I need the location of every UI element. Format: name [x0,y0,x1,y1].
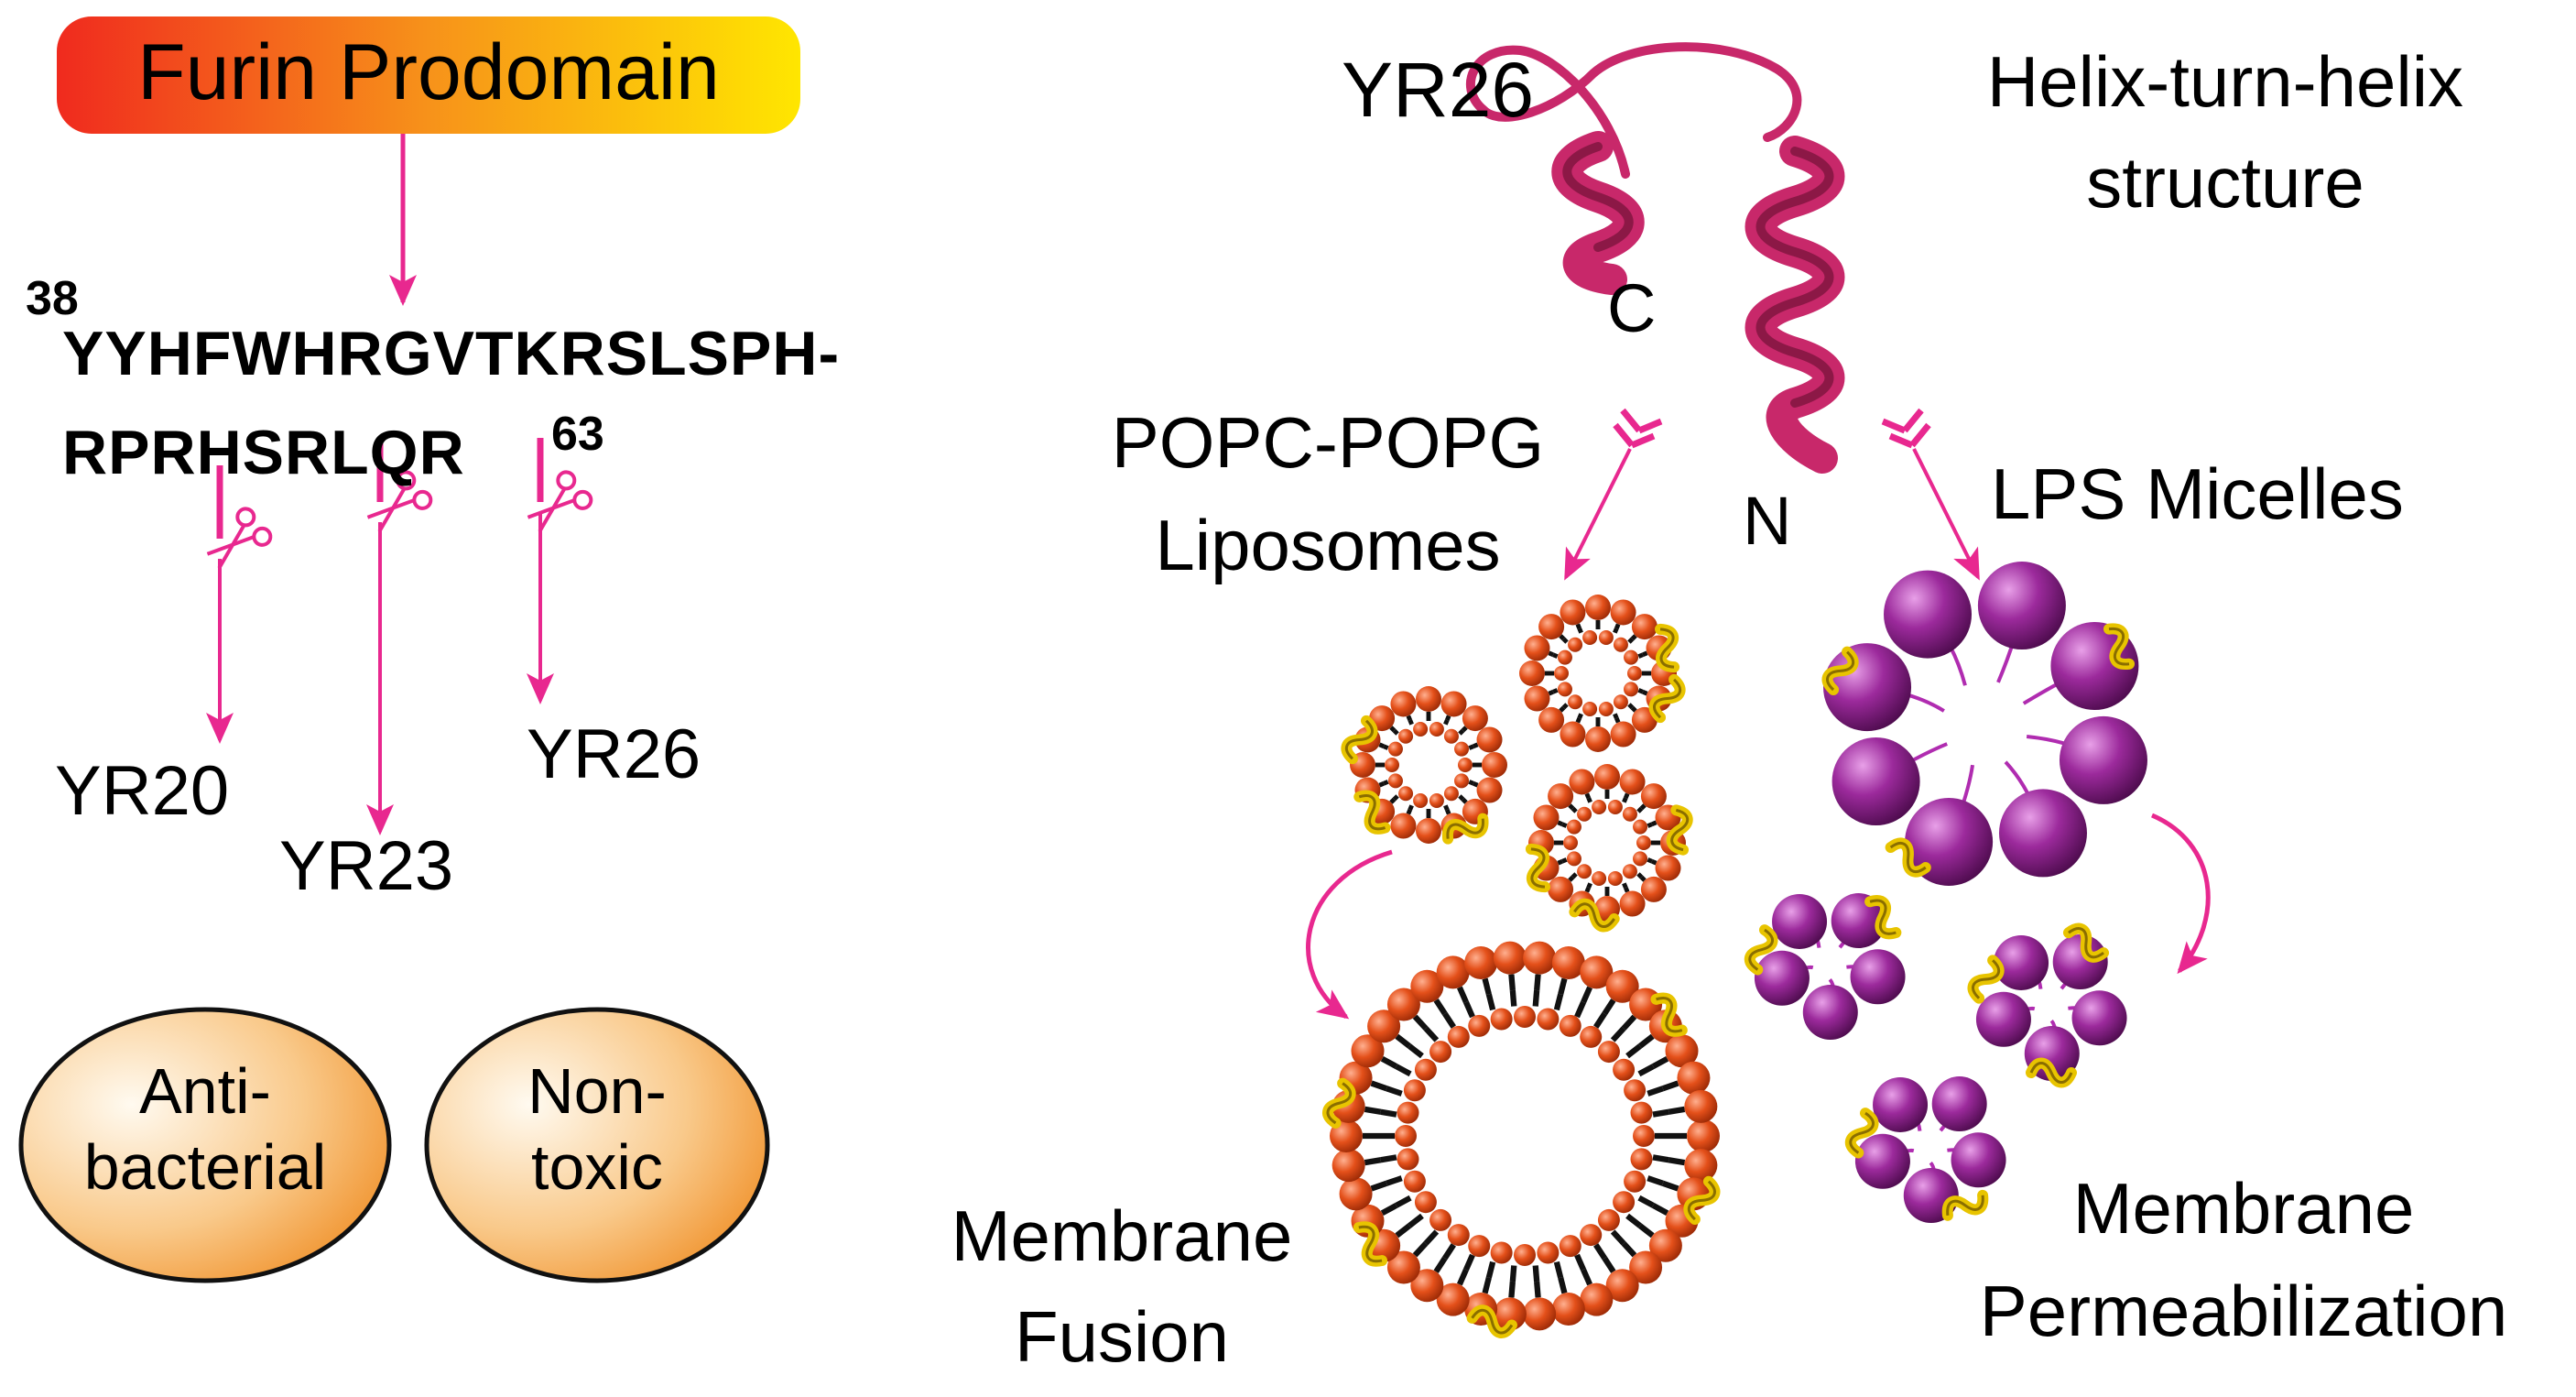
property-antibacterial: Anti- bacterial [83,1055,327,1203]
scissors-icon [206,507,273,570]
peptide-icon [1353,790,1391,835]
peptide-icon [1525,843,1550,893]
peptide-icon [1885,837,1931,878]
property-oval-antibacterial [18,1007,392,1283]
peptide-icon [1864,895,1902,940]
property-nontoxic: Non- toxic [527,1055,667,1203]
sequence-end-index: 63 [551,408,604,461]
peptide-icon [1821,646,1859,696]
property-oval-nontoxic [424,1007,770,1283]
prodomain-box [57,16,800,134]
liposomes-label-2: Liposomes [1155,505,1501,585]
sequence-line-2: RPRHSRLQR [62,418,465,487]
structure-description-1: Helix-turn-helix [1986,41,2464,122]
structure-peptide-label: YR26 [1342,47,1535,133]
micelle-icon [1821,562,2147,886]
arrow-permeabilization [2151,813,2211,975]
peptide-icon [1322,1077,1356,1129]
micelle-icon [1967,922,2127,1088]
prodomain-label: Furin Prodomain [137,28,720,116]
arrow-to-micelles [1881,408,1980,581]
peptide-icon [1441,813,1489,845]
permeabilization-label-2: Permeabilization [1979,1271,2508,1351]
liposome-icon [1322,941,1721,1338]
fusion-label-1: Membrane [951,1195,1293,1276]
sequence-start-index: 38 [26,272,79,325]
liposome-icon [1525,764,1693,933]
peptide-icon [1683,1175,1721,1226]
peptide-icon [2026,1057,2077,1088]
n-terminus-label: N [1743,483,1792,559]
peptide-icon [1650,992,1688,1037]
peptide-icon [2062,922,2110,963]
peptide-icon [1341,715,1378,765]
micelle-icon [1744,893,1906,1040]
liposome-icon [1519,595,1686,752]
sequence-line-1: YYHFWHRGVTKRSLSPH- [62,319,841,388]
peptide-icon [1655,623,1680,673]
peptide-icon [1941,1189,1989,1221]
liposome-cluster [1341,595,1693,933]
fused-liposome [1322,941,1721,1338]
peptide-icon [1666,804,1693,856]
fusion-label-2: Fusion [1014,1296,1230,1377]
peptide-icon [1466,1304,1517,1338]
micelle-group [1744,562,2147,1223]
fragment-yr20: YR20 [55,752,230,830]
c-terminus-label: C [1607,270,1657,346]
peptide-icon [1648,673,1686,724]
micelles-label: LPS Micelles [1991,453,2404,534]
peptide-icon [1569,898,1620,933]
peptide-icon [1844,1108,1879,1159]
fragment-yr26: YR26 [527,715,701,793]
micelle-icon [1844,1076,2006,1223]
peptide-icon [1744,924,1778,976]
structure-description-2: structure [2086,142,2364,223]
liposomes-label-1: POPC-POPG [1111,402,1545,483]
arrow-to-liposomes [1564,408,1663,581]
peptide-icon [2103,623,2136,670]
peptide-icon [1967,955,2005,1004]
helix-ribbon [1465,42,1845,474]
peptide-icon [1353,1221,1388,1267]
fragment-yr23: YR23 [279,827,454,905]
scissors-icon [527,470,593,533]
permeabilization-label-1: Membrane [2072,1168,2415,1249]
arrow-fusion [1306,849,1393,1020]
liposome-icon [1341,686,1507,845]
scissors-icon [366,470,433,533]
